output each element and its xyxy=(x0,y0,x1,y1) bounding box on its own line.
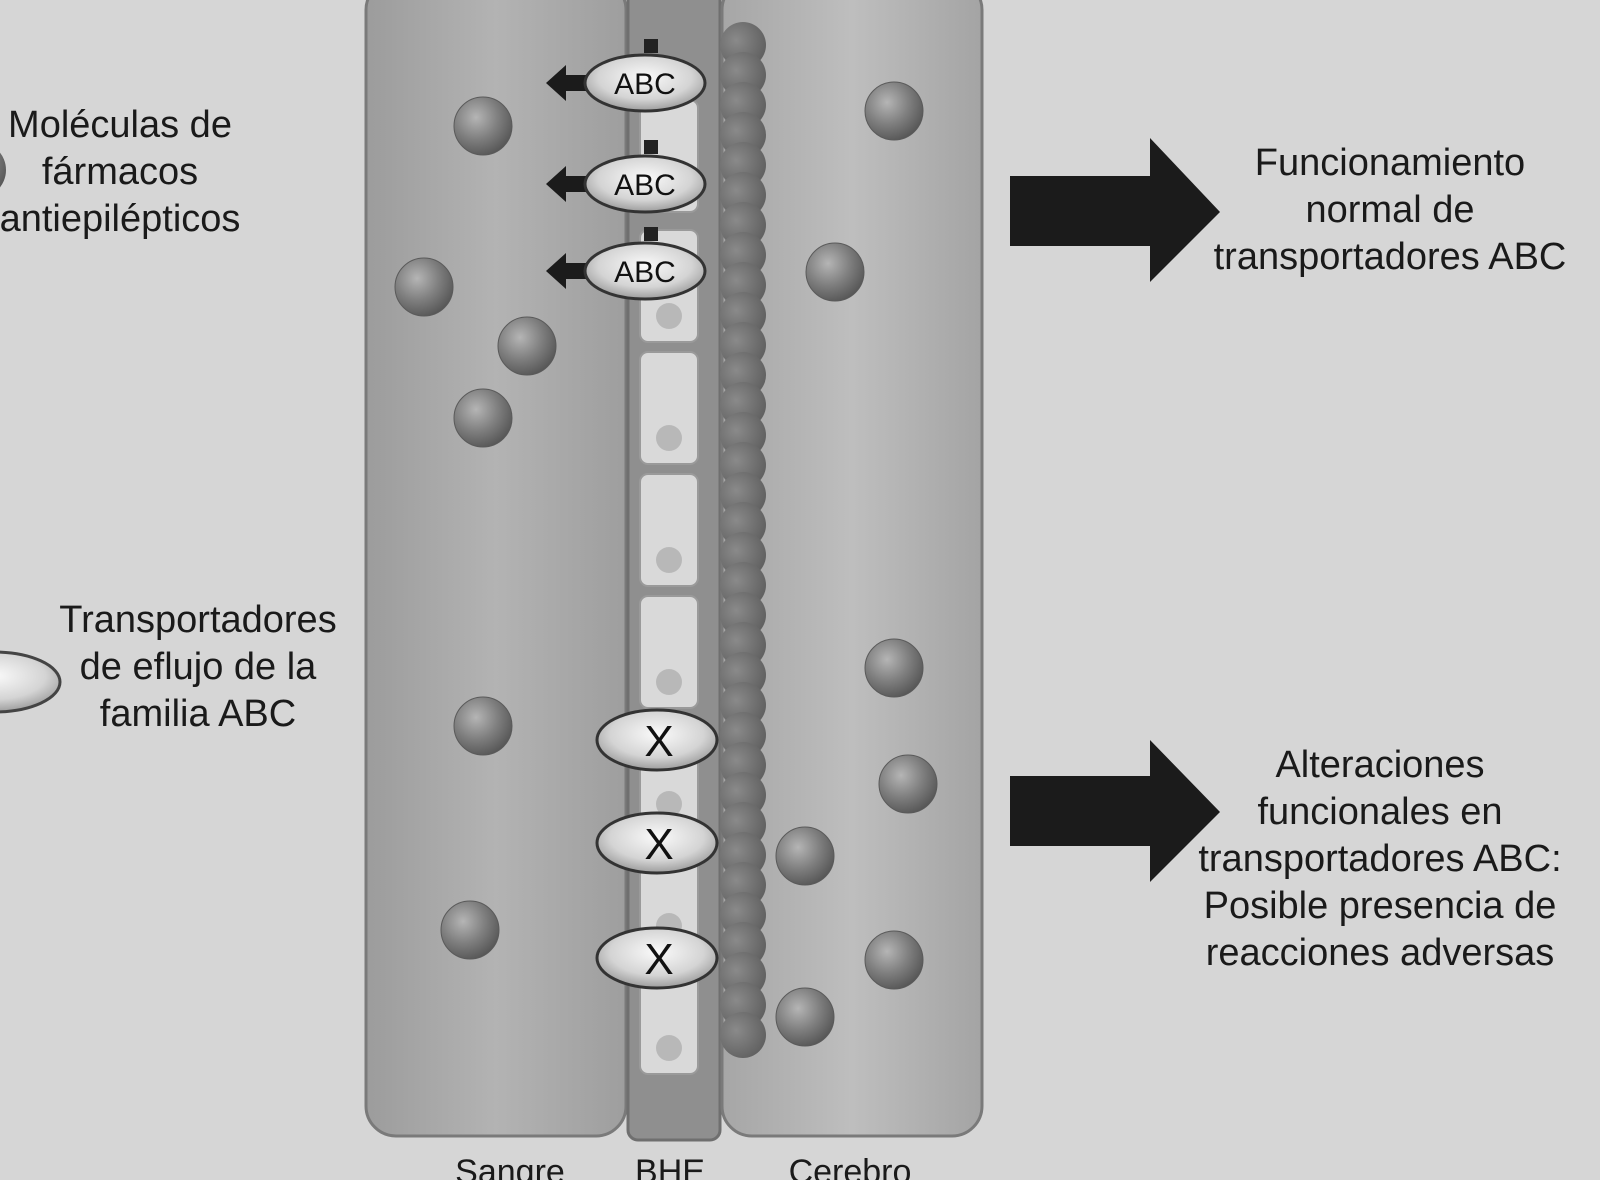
drug-molecule xyxy=(864,81,924,141)
outcome-normal-arrow xyxy=(1010,138,1220,282)
drug-molecule xyxy=(775,987,835,1047)
legend-line: antiepilépticos xyxy=(0,198,241,240)
transporter-tab xyxy=(644,140,658,154)
legend-efflux-transporters-text: Transportadores de eflujo de la familia … xyxy=(48,597,348,738)
efflux-arrow xyxy=(546,166,600,202)
blocked-transporter-label: X xyxy=(644,717,673,766)
drug-molecule xyxy=(864,930,924,990)
outcome-line: Posible presencia de xyxy=(1203,885,1557,927)
legend-line: de eflujo de la xyxy=(79,646,317,688)
region-label-blood: Sangre xyxy=(455,1153,565,1180)
bbb-cell xyxy=(639,595,699,709)
outcome-line: transportadores ABC: xyxy=(1198,838,1562,880)
abc-transporter xyxy=(583,241,707,301)
outcome-altered-text: Alteraciones funcionales en transportado… xyxy=(1180,742,1580,977)
legend-transporter-icon xyxy=(0,650,62,714)
blocked-transporter xyxy=(595,926,719,990)
blocked-transporters: X X X xyxy=(595,708,719,990)
blood-panel xyxy=(364,0,628,1138)
bbb-cell xyxy=(639,351,699,465)
efflux-arrow xyxy=(546,65,600,101)
legend-drug-molecules-text: Moléculas de fármacos antiepilépticos xyxy=(0,102,280,243)
blocked-transporter xyxy=(595,708,719,772)
legend-line: familia ABC xyxy=(99,693,297,735)
abc-transporters: ABC ABC ABC xyxy=(546,39,707,301)
drug-molecule xyxy=(775,826,835,886)
blocked-transporter-label: X xyxy=(644,820,673,869)
endfoot-bump xyxy=(720,1012,766,1058)
bbb-cell-nucleus xyxy=(656,791,682,817)
bbb-cell-nucleus xyxy=(656,1035,682,1061)
drug-molecule xyxy=(878,754,938,814)
abc-transporter-label: ABC xyxy=(614,169,676,202)
bbb-cell-nucleus xyxy=(656,669,682,695)
drug-molecule xyxy=(453,388,513,448)
outcome-line: Funcionamiento xyxy=(1254,142,1526,184)
blocked-transporter xyxy=(595,811,719,875)
drug-molecule xyxy=(453,96,513,156)
drug-molecule xyxy=(453,696,513,756)
outcome-normal-text: Funcionamiento normal de transportadores… xyxy=(1190,140,1590,281)
region-label-brain: Cerebro xyxy=(788,1153,912,1180)
drug-molecule xyxy=(864,638,924,698)
drug-molecule xyxy=(440,900,500,960)
efflux-arrow xyxy=(546,253,600,289)
bbb-cell-nucleus xyxy=(656,547,682,573)
abc-transporter xyxy=(583,53,707,113)
outcome-line: transportadores ABC xyxy=(1213,236,1567,278)
drug-molecule xyxy=(394,257,454,317)
blocked-transporter-label: X xyxy=(644,935,673,984)
abc-transporter xyxy=(583,154,707,214)
outcome-line: Alteraciones xyxy=(1275,744,1485,786)
transporter-tab xyxy=(644,227,658,241)
transporter-tab xyxy=(644,39,658,53)
bbb-cell xyxy=(639,473,699,587)
abc-transporter-label: ABC xyxy=(614,68,676,101)
drug-molecule xyxy=(497,316,557,376)
bbb-cell-nucleus xyxy=(656,425,682,451)
drug-molecule xyxy=(805,242,865,302)
legend-line: Transportadores xyxy=(59,599,337,641)
drug-molecules xyxy=(394,81,938,1047)
outcome-line: funcionales en xyxy=(1257,791,1503,833)
legend-line: Moléculas de xyxy=(8,104,232,146)
bbb-bumps xyxy=(720,22,766,1058)
legend-molecule-icon xyxy=(0,152,6,188)
outcome-line: normal de xyxy=(1305,189,1475,231)
abc-transporter-label: ABC xyxy=(614,256,676,289)
outcome-line: reacciones adversas xyxy=(1205,932,1555,974)
bbb-cell-nucleus xyxy=(656,303,682,329)
region-label-bbb: BHE xyxy=(635,1153,705,1180)
outcome-altered-arrow xyxy=(1010,740,1220,882)
legend-line: fármacos xyxy=(41,151,199,193)
